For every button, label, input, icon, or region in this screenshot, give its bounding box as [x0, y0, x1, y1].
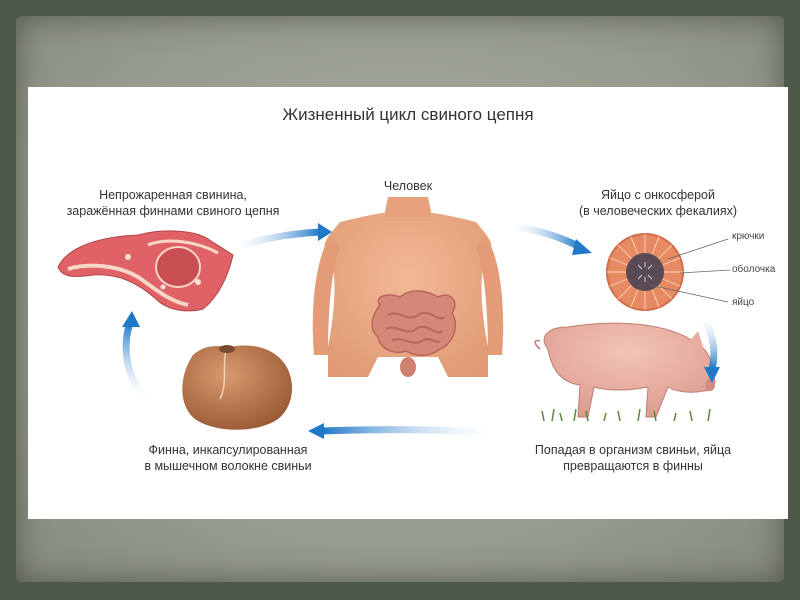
arrow-pig-to-cyst	[308, 423, 498, 439]
egg-label: Яйцо с онкосферой (в человеческих фекали…	[558, 187, 758, 219]
cyst-label-line1: Финна, инкапсулированная	[148, 443, 308, 457]
arrow-human-to-egg	[508, 223, 592, 255]
arrow-cyst-to-pork	[122, 311, 150, 403]
egg-part-shell: оболочка	[732, 264, 776, 275]
pig-label-line1: Попадая в организм свиньи, яйца	[534, 443, 732, 457]
pork-label: Непрожаренная свинина, заражённая финнам…	[48, 187, 298, 219]
cyst-image	[182, 345, 293, 430]
cyst-label: Финна, инкапсулированная в мышечном воло…	[108, 442, 348, 474]
life-cycle-illustration	[57, 197, 731, 439]
diagram-title: Жизненный цикл свиного цепня	[282, 105, 534, 124]
diagram-slide: Жизненный цикл свиного цепня	[28, 87, 788, 519]
pig-image	[534, 322, 716, 422]
egg-oncosphere-image	[606, 233, 731, 311]
pork-label-line1: Непрожаренная свинина,	[99, 188, 247, 202]
egg-label-line1: Яйцо с онкосферой	[601, 188, 715, 202]
arrow-egg-to-pig	[700, 313, 720, 383]
egg-label-line2: (в человеческих фекалиях)	[578, 204, 738, 218]
egg-part-egg: яйцо	[732, 297, 755, 308]
pig-label-line2: превращаются в финны	[563, 459, 703, 473]
human-label: Человек	[383, 179, 433, 193]
pork-label-line2: заражённая финнами свиного цепня	[66, 204, 280, 218]
egg-part-hooks: крючки	[732, 231, 765, 242]
human-torso-image	[312, 197, 504, 377]
cyst-label-line2: в мышечном волокне свиньи	[144, 459, 312, 473]
raw-pork-image	[57, 230, 234, 312]
arrow-pork-to-human	[232, 223, 332, 251]
pig-label: Попадая в организм свиньи, яйца превраща…	[503, 442, 763, 474]
